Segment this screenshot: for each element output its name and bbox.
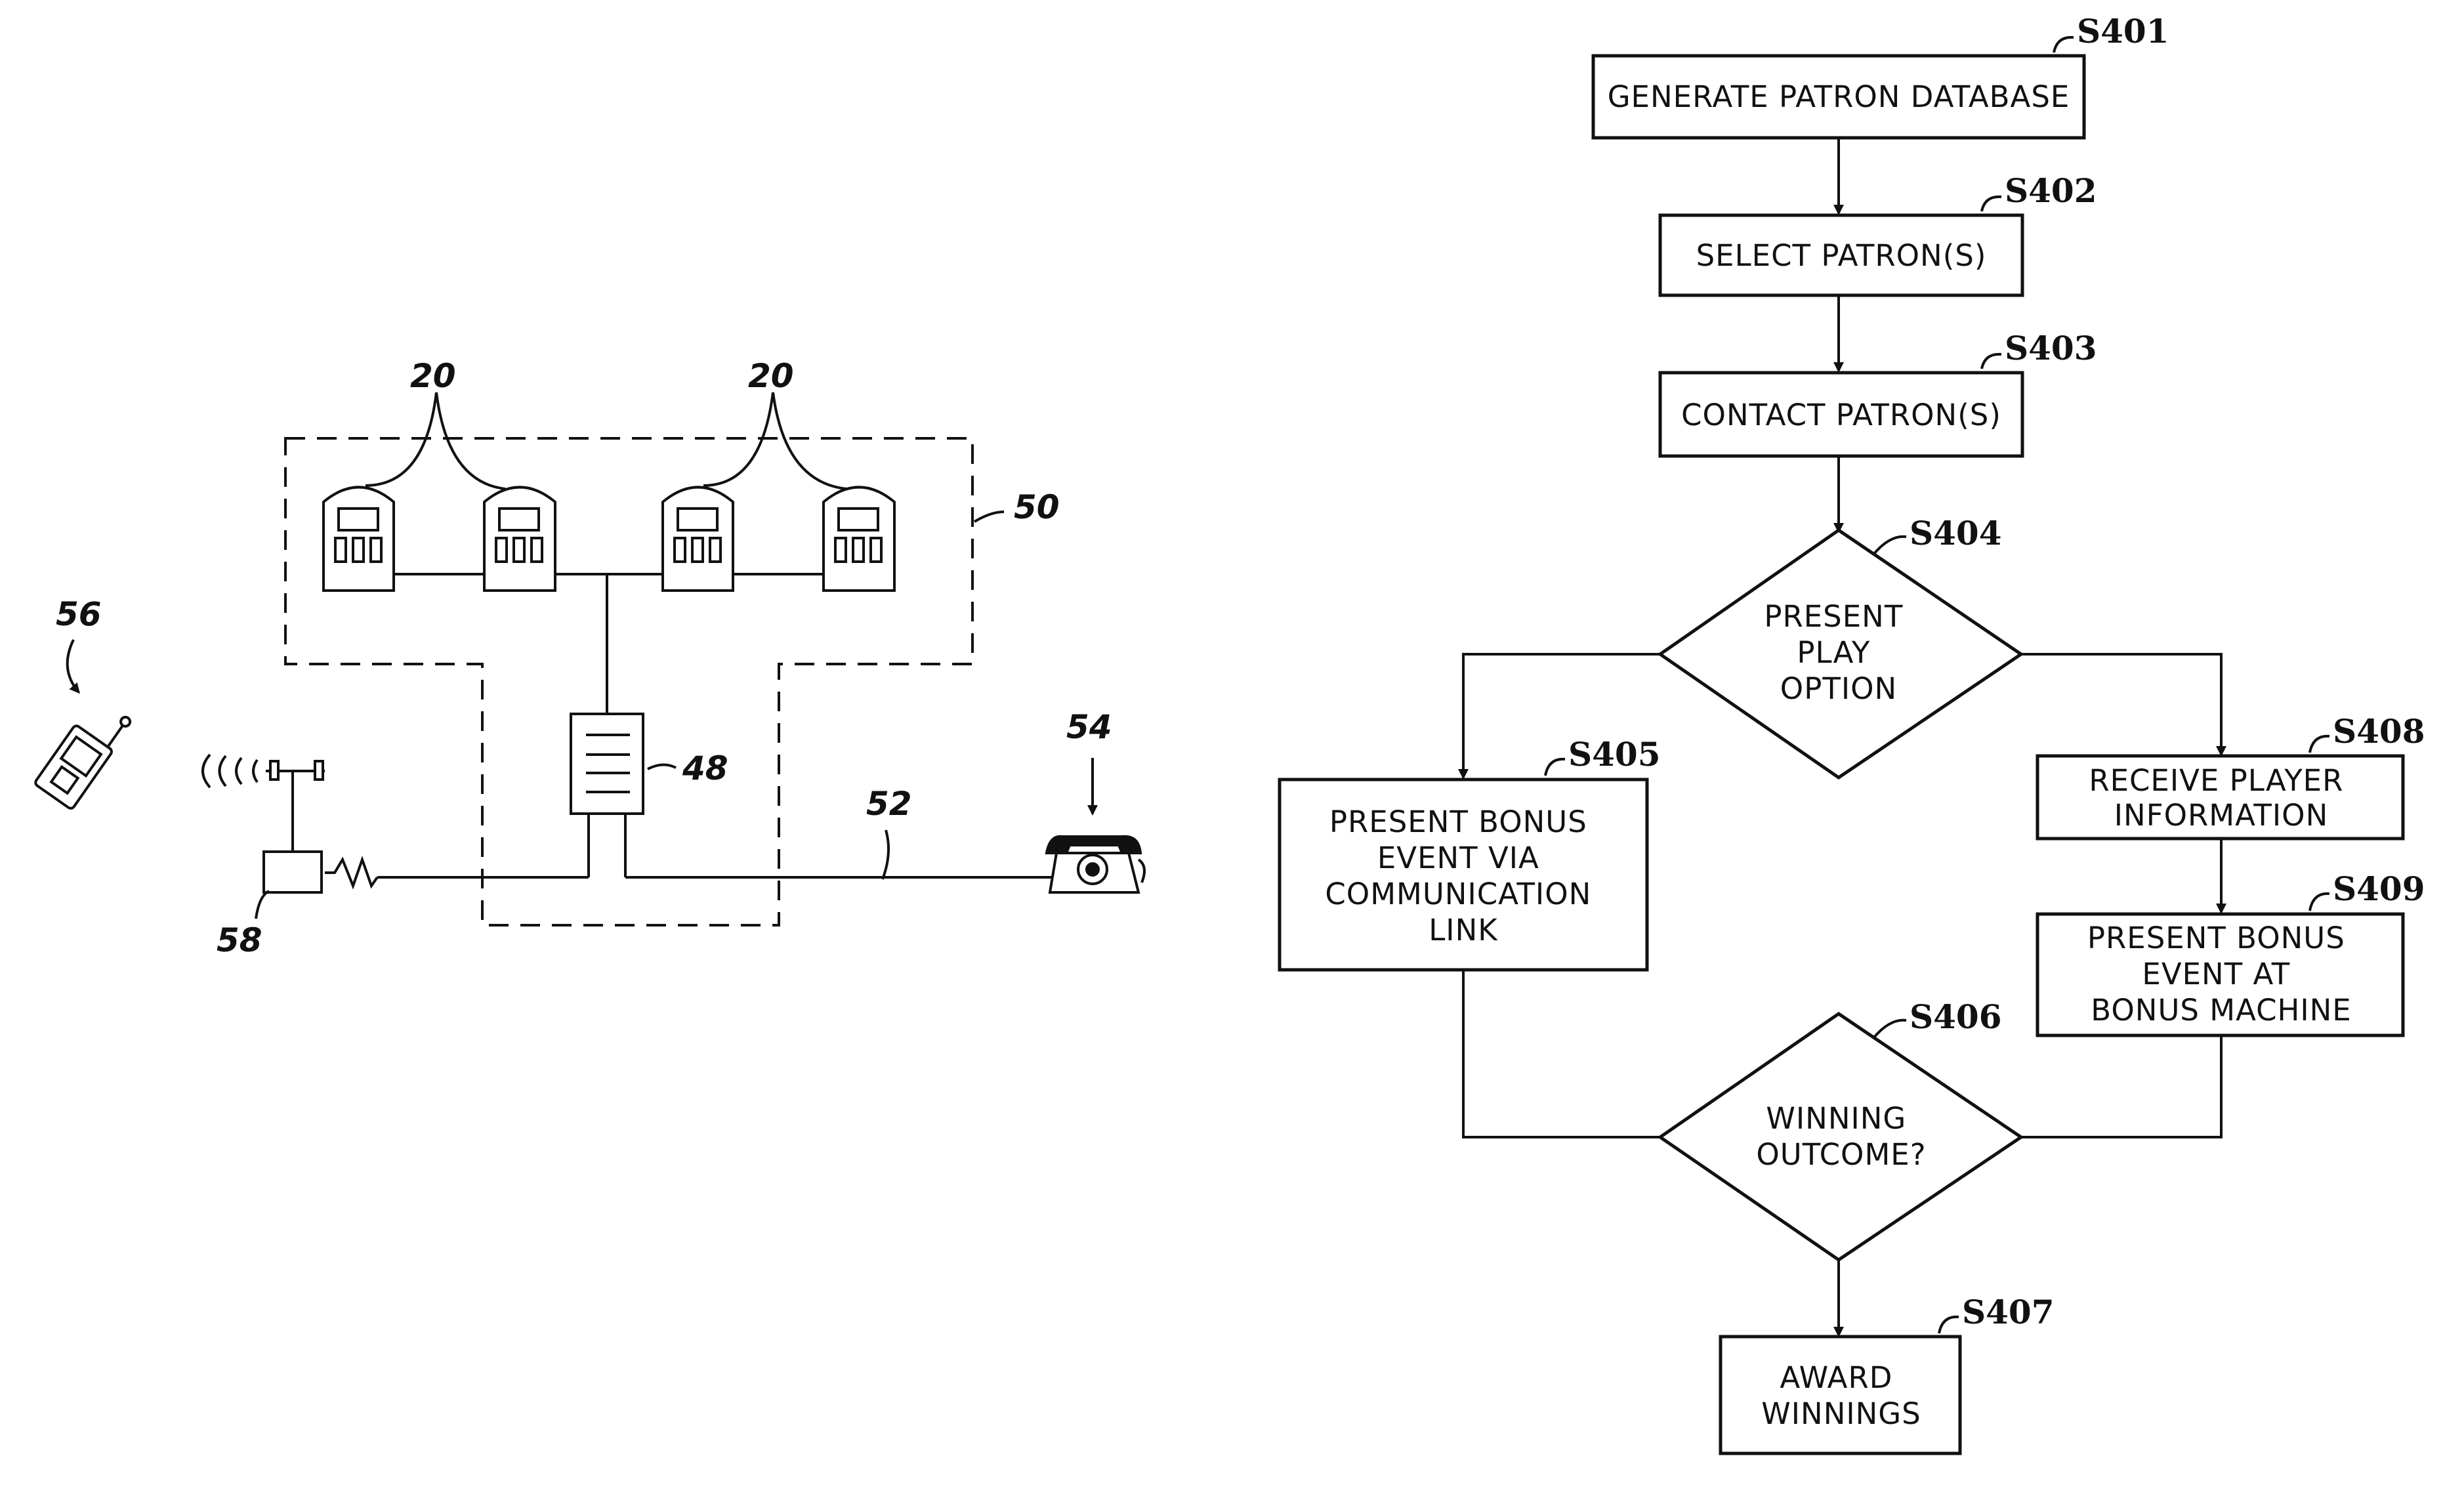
reference-labels: 20 20 50 48 52 54 56 58 [56,357,1112,959]
step-id-s403: S403 [2005,329,2097,367]
leader-s409 [2310,894,2329,911]
label-20-right: 20 [748,357,794,395]
network-schematic [34,392,1144,925]
leader-s404 [1873,537,1906,554]
leader-s403 [1982,354,2001,369]
label-50: 50 [1014,488,1060,526]
step-id-s407: S407 [1962,1293,2054,1331]
gaming-machine-4 [824,488,894,591]
step-text-s408: RECEIVE PLAYER INFORMATION [2089,763,2353,833]
step-id-s408: S408 [2333,712,2425,751]
transmitter-device [203,755,325,892]
step-text-s402: SELECT PATRON(S) [1696,238,1987,273]
line-s405-s406 [1463,970,1660,1137]
zigzag-connector [325,860,377,886]
leader-s407 [1939,1317,1959,1333]
gaming-machine-2 [484,488,555,591]
leader-s405 [1545,759,1565,776]
step-text-s401: GENERATE PATRON DATABASE [1608,79,2070,114]
label-20-left: 20 [410,357,456,395]
step-id-s404: S404 [1910,514,2001,552]
label-54: 54 [1066,708,1112,746]
step-id-s409: S409 [2333,869,2425,908]
telephone-device [1047,837,1144,892]
box-s407 [1721,1337,1960,1453]
gaming-machine-1 [324,488,394,591]
step-id-s405: S405 [1568,735,1660,774]
leader-s402 [1982,197,2001,211]
label-52: 52 [866,785,912,823]
leader-48 [648,764,676,769]
leader-s406 [1873,1020,1906,1038]
step-id-s406: S406 [1910,997,2001,1036]
label-56: 56 [56,595,102,633]
leader-s408 [2310,736,2329,753]
label-48: 48 [682,749,728,787]
leader-56-arrow [68,640,79,692]
step-text-s403: CONTACT PATRON(S) [1681,398,2001,432]
server-device [571,714,643,814]
leader-s401 [2054,37,2074,52]
line-s409-s406 [2021,1035,2221,1137]
gaming-machine-3 [663,488,733,591]
arrow-s404-s408 [2021,654,2221,755]
leader-20-right-b [773,392,846,489]
leader-58 [256,891,269,919]
leader-50 [974,512,1004,522]
step-id-s401: S401 [2077,12,2169,51]
step-id-s402: S402 [2005,171,2097,210]
leader-52 [883,830,888,879]
flowchart: S401 S402 S403 S404 S405 S406 S407 S408 … [1280,12,2425,1453]
wireless-handheld-device [34,696,133,810]
leader-20-left [365,392,436,486]
label-58: 58 [217,921,262,959]
leader-20-left-b [436,392,505,489]
